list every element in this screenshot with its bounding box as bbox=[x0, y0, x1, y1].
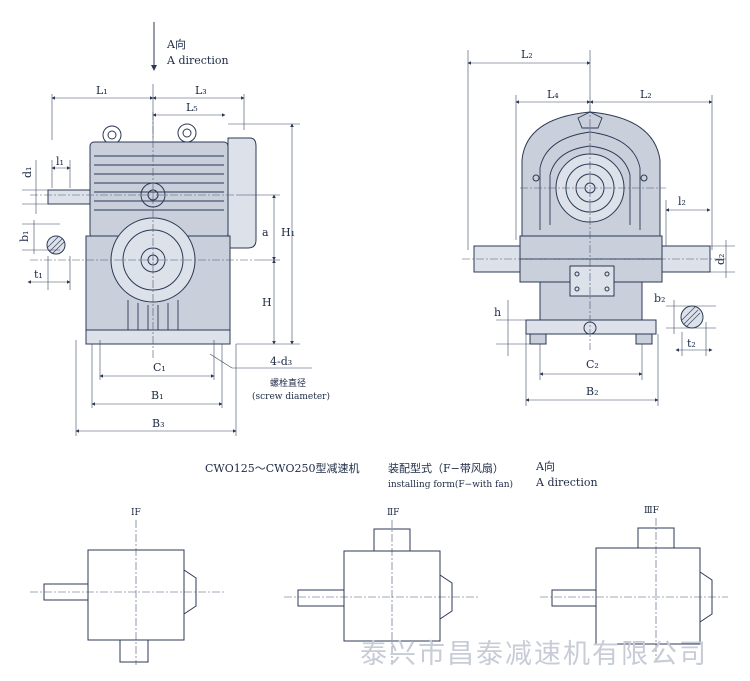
dim-h: h bbox=[494, 306, 501, 319]
form-2F: ⅡF bbox=[284, 508, 478, 665]
dim-L5: L₅ bbox=[186, 101, 198, 114]
form-3F-label: ⅢF bbox=[644, 506, 659, 516]
dim-d2: d₂ bbox=[714, 254, 727, 265]
form-3F: ⅢF bbox=[540, 506, 728, 662]
dim-B2: B₂ bbox=[586, 385, 599, 398]
caption-model: CWO125～CWO250型减速机 bbox=[205, 461, 359, 475]
form-1F-label: ⅠF bbox=[131, 508, 141, 518]
dim-H1: H₁ bbox=[281, 226, 295, 239]
dim-l2: l₂ bbox=[678, 195, 686, 208]
input-shaft bbox=[47, 189, 91, 205]
caption-dir-cn: A向 bbox=[535, 459, 555, 473]
caption-form-cn: 装配型式（F−带风扇） bbox=[388, 461, 504, 475]
dim-l1: l₁ bbox=[56, 155, 64, 168]
dim-t2: t₂ bbox=[687, 337, 696, 350]
dim-B3: B₃ bbox=[152, 417, 165, 430]
dim-d1: d₁ bbox=[21, 167, 34, 178]
form-1F: ⅠF bbox=[30, 508, 226, 665]
caption-dir-en: A direction bbox=[535, 476, 598, 489]
bolt-note-en: (screw diameter) bbox=[252, 391, 330, 402]
dim-b1: b₁ bbox=[18, 231, 31, 242]
mounting-foot bbox=[85, 329, 231, 345]
dim-B1: B₁ bbox=[151, 389, 164, 402]
form-3F-body bbox=[595, 547, 701, 645]
dim-H: H bbox=[262, 296, 272, 309]
company-watermark: 泰兴市昌泰减速机有限公司 bbox=[360, 639, 708, 670]
dim-b2: b₂ bbox=[654, 292, 665, 305]
dim-L2-top: L₂ bbox=[521, 48, 533, 61]
bolt-note-cn: 螺栓直径 bbox=[270, 377, 306, 389]
dim-a: a bbox=[262, 226, 269, 239]
direction-label-cn: A向 bbox=[166, 37, 186, 51]
dim-L3: L₃ bbox=[195, 84, 207, 97]
front-view: L₁ L₃ L₅ bbox=[18, 84, 330, 436]
dim-L4: L₄ bbox=[547, 88, 559, 101]
dim-L2: L₂ bbox=[640, 88, 652, 101]
dim-L1: L₁ bbox=[96, 84, 108, 97]
housing-ribs bbox=[127, 300, 179, 332]
direction-arrow-group: A向 A direction bbox=[151, 22, 229, 71]
cooling-fins bbox=[94, 155, 224, 211]
dim-t1: t₁ bbox=[34, 268, 43, 281]
shaft-section-right bbox=[680, 305, 704, 329]
direction-label-en: A direction bbox=[166, 54, 229, 67]
dim-C1: C₁ bbox=[153, 361, 166, 374]
dim-bolt: 4-d₃ bbox=[270, 355, 292, 368]
caption-form-en: installing form(F−with fan) bbox=[388, 479, 513, 490]
dim-C2: C₂ bbox=[586, 358, 599, 371]
side-view: L₂ L₄ L₂ bbox=[462, 48, 735, 406]
form-2F-label: ⅡF bbox=[387, 508, 399, 518]
installation-caption: CWO125～CWO250型减速机 装配型式（F−带风扇） installing… bbox=[205, 459, 598, 490]
fan-cover bbox=[227, 137, 257, 249]
